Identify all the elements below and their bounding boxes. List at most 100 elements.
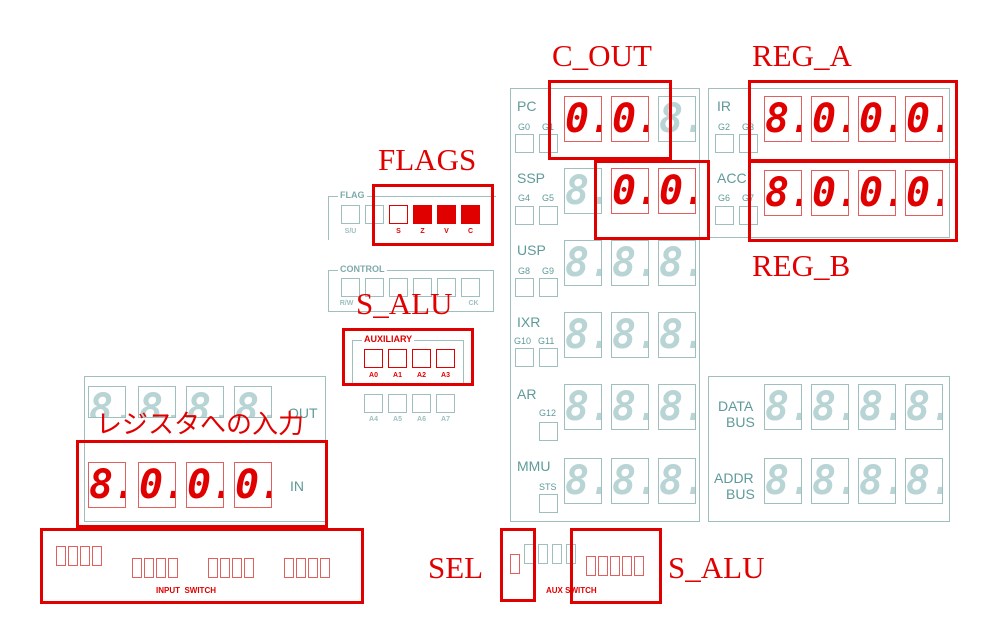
ar-g12-button[interactable] (539, 422, 558, 441)
aux-a5-label: A5 (393, 416, 402, 423)
input-switch-label: INPUT SWITCH (156, 586, 216, 595)
control-rw-label: R/W (339, 300, 354, 307)
aux-switch-5[interactable] (634, 556, 644, 576)
mmu-sts-button[interactable] (539, 494, 558, 513)
ssp-digit-3: 0. (658, 168, 696, 214)
aux-a3-led (436, 349, 455, 368)
flag-su-label: S/U (344, 228, 357, 235)
addr-bus-label-2: BUS (726, 486, 755, 502)
pc-digit-1: 0. (564, 96, 602, 142)
aux-a6-led (412, 394, 431, 413)
bus-panel (708, 376, 950, 522)
in-digit-4: 0. (234, 462, 272, 508)
input-switch-8[interactable] (168, 558, 178, 578)
input-switch-2[interactable] (68, 546, 78, 566)
flags-highlight (372, 184, 494, 246)
flag-c-led (461, 205, 480, 224)
input-switch-9[interactable] (208, 558, 218, 578)
out-panel (84, 376, 326, 522)
input-switch-5[interactable] (132, 558, 142, 578)
ixr-digit-2: 8. (611, 312, 649, 358)
in-digit-1: 8. (88, 462, 126, 508)
pc-g0-label: G0 (518, 122, 531, 132)
addr-bus-label-1: ADDR (714, 470, 754, 486)
usp-g9-button[interactable] (539, 278, 558, 297)
control-led-6 (461, 278, 480, 297)
c-out-annotation: C_OUT (552, 38, 652, 73)
acc-digit-3: 0. (858, 170, 896, 216)
ar-digit-2: 8. (611, 384, 649, 430)
ssp-g5-button[interactable] (539, 206, 558, 225)
ixr-g10-button[interactable] (515, 348, 534, 367)
flag-s-label: S (396, 228, 401, 235)
aux-a7-led (436, 394, 455, 413)
input-switch-7[interactable] (156, 558, 166, 578)
sel-switch[interactable] (510, 554, 520, 574)
mmu-digit-1: 8. (564, 458, 602, 504)
s-alu-top-highlight (342, 328, 474, 386)
ir-digit-1: 8. (764, 96, 802, 142)
pc-digit-2: 0. (611, 96, 649, 142)
flag-s-led (389, 205, 408, 224)
ir-g2-button[interactable] (715, 134, 734, 153)
input-switch-16[interactable] (320, 558, 330, 578)
ar-label: AR (517, 386, 537, 402)
reg-a-highlight (748, 80, 958, 162)
input-switch-6[interactable] (144, 558, 154, 578)
out-digit-1: 8. (88, 386, 126, 418)
ssp-g4-button[interactable] (515, 206, 534, 225)
data-bus-digit-4: 8. (905, 384, 943, 430)
data-bus-label-2: BUS (726, 414, 755, 430)
data-bus-digit-1: 8. (764, 384, 802, 430)
aux-a1-led (388, 349, 407, 368)
acc-g6-button[interactable] (715, 206, 734, 225)
ixr-digit-1: 8. (564, 312, 602, 358)
input-switch-bank: INPUT SWITCH (52, 538, 352, 600)
aux-switch-2[interactable] (598, 556, 608, 576)
aux-switch-3[interactable] (610, 556, 620, 576)
aux-a0-led (364, 349, 383, 368)
usp-digit-2: 8. (611, 240, 649, 286)
input-switch-3[interactable] (80, 546, 90, 566)
input-switch-15[interactable] (308, 558, 318, 578)
ar-digit-3: 8. (658, 384, 696, 430)
input-switch-14[interactable] (296, 558, 306, 578)
pc-g0-button[interactable] (515, 134, 534, 153)
input-switch-1[interactable] (56, 546, 66, 566)
ir-digit-3: 0. (858, 96, 896, 142)
sel-highlight (500, 528, 536, 602)
control-led-4 (413, 278, 432, 297)
input-switch-4[interactable] (92, 546, 102, 566)
flags-annotation: FLAGS (378, 142, 477, 177)
out-digit-2: 8. (138, 386, 176, 418)
sel-annotation: SEL (428, 550, 484, 585)
aux-switch-4[interactable] (622, 556, 632, 576)
usp-digit-1: 8. (564, 240, 602, 286)
aux-switch-g3[interactable] (552, 544, 562, 564)
in-digit-2: 0. (138, 462, 176, 508)
input-switch-10[interactable] (220, 558, 230, 578)
out-digit-4: 8. (234, 386, 272, 418)
mmu-sts-label: STS (539, 482, 557, 492)
ir-digit-2: 0. (811, 96, 849, 142)
ixr-g11-button[interactable] (539, 348, 558, 367)
input-switch-12[interactable] (244, 558, 254, 578)
ir-g2-label: G2 (718, 122, 731, 132)
ir-digit-4: 0. (905, 96, 943, 142)
usp-g8-label: G8 (518, 266, 531, 276)
ixr-g11-label: G11 (538, 336, 555, 346)
s-alu-top-annotation: S_ALU (356, 286, 453, 321)
data-bus-label-1: DATA (718, 398, 754, 414)
acc-label: ACC (717, 170, 747, 186)
acc-digit-4: 0. (905, 170, 943, 216)
flag-su-led (341, 205, 360, 224)
input-switch-11[interactable] (232, 558, 242, 578)
aux-switch-1[interactable] (586, 556, 596, 576)
s-alu-bottom-annotation: S_ALU (668, 550, 765, 585)
acc-g6-label: G6 (718, 193, 731, 203)
input-switch-13[interactable] (284, 558, 294, 578)
ssp-label: SSP (517, 170, 546, 186)
aux-switch-g2[interactable] (538, 544, 548, 564)
usp-g8-button[interactable] (515, 278, 534, 297)
mmu-digit-2: 8. (611, 458, 649, 504)
